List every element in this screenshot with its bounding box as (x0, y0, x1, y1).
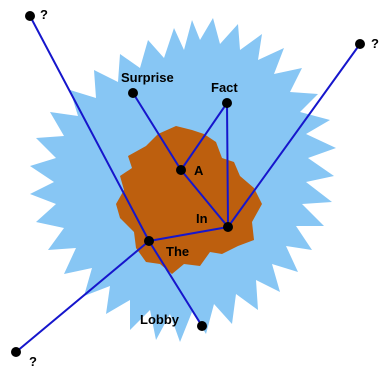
node-dot-lobby (197, 321, 207, 331)
node-label-in: In (196, 211, 208, 226)
node-label-unknown-top-left: ? (40, 7, 48, 22)
node-dot-unknown-top-left (25, 11, 35, 21)
node-dot-a (176, 165, 186, 175)
node-dot-fact (222, 98, 232, 108)
edge-fact-in (227, 103, 228, 227)
node-label-the: The (166, 244, 189, 259)
node-dot-unknown-top-right (355, 39, 365, 49)
node-label-a: A (194, 163, 204, 178)
node-dot-in (223, 222, 233, 232)
node-label-unknown-bottom-left: ? (29, 354, 37, 368)
node-label-unknown-top-right: ? (371, 36, 379, 51)
node-dot-unknown-bottom-left (11, 347, 21, 357)
node-dot-the (144, 236, 154, 246)
node-label-fact: Fact (211, 80, 238, 95)
node-label-lobby: Lobby (140, 312, 180, 327)
node-label-surprise: Surprise (121, 70, 174, 85)
node-dot-surprise (128, 88, 138, 98)
